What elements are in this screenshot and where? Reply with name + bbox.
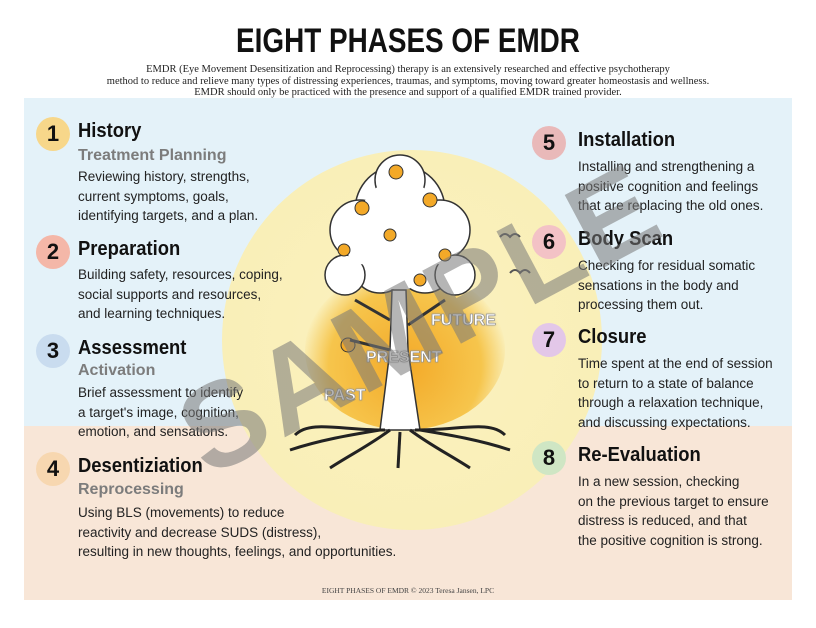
phase-description: Checking for residual somatic sensations … <box>578 256 755 315</box>
description-line: Time spent at the end of session <box>578 356 773 371</box>
description-line: social supports and resources, <box>78 286 262 302</box>
tree-label-past: PAST <box>324 387 366 405</box>
phase-number: 2 <box>46 239 60 264</box>
description-line: a target's image, cognition, <box>78 404 239 420</box>
head-profile-icon: 4 <box>36 452 70 486</box>
phase-number: 5 <box>542 130 556 155</box>
phase-description: Brief assessment to identify a target's i… <box>78 383 243 442</box>
description-line: resulting in new thoughts, feelings, and… <box>78 544 397 559</box>
phase-description: Installing and strengthening a positive c… <box>578 157 763 216</box>
phase-number: 3 <box>46 338 60 363</box>
description-line: emotion, and sensations. <box>78 424 229 439</box>
phase-number: 6 <box>542 229 556 254</box>
description-line: processing them out. <box>578 297 704 312</box>
phase-title: Installation <box>578 129 676 151</box>
phase-number: 7 <box>542 327 556 352</box>
checklist-icon: 8 <box>532 441 566 475</box>
description-line: reactivity and decrease SUDS (distress), <box>78 524 322 540</box>
phase-title: Closure <box>578 326 647 348</box>
phase-description: Using BLS (movements) to reduce reactivit… <box>78 503 396 562</box>
description-line: Installing and strengthening a <box>578 159 755 174</box>
description-line: Using BLS (movements) to reduce <box>78 505 285 520</box>
description-line: positive cognition and feelings <box>578 178 759 194</box>
phase-number: 8 <box>542 445 556 470</box>
phase-number: 1 <box>46 121 60 146</box>
description-line: that are replacing the old ones. <box>578 198 764 213</box>
phase-title: History <box>78 120 142 142</box>
footer-copyright: EIGHT PHASES OF EMDR © 2023 Teresa Janse… <box>321 586 495 595</box>
phase-subtitle: Reprocessing <box>78 481 184 498</box>
description-line: current symptoms, goals, <box>78 188 229 204</box>
lotus-icon: 7 <box>532 323 566 357</box>
intro-line: method to reduce and relieve many types … <box>106 75 710 87</box>
phase-description: Time spent at the end of session to retur… <box>578 354 773 432</box>
clipboard-icon: 1 <box>36 117 70 151</box>
description-line: Building safety, resources, coping, <box>78 267 283 282</box>
description-line: and discussing expectations. <box>578 414 751 430</box>
phase-subtitle: Activation <box>78 362 156 379</box>
thermometer-icon: 3 <box>36 334 70 368</box>
description-line: to return to a state of balance <box>578 375 754 391</box>
description-line: sensations in the body and <box>578 277 739 293</box>
description-line: distress is reduced, and that <box>578 513 747 528</box>
description-line: Reviewing history, strengths, <box>78 169 250 184</box>
meditating-person-icon: 2 <box>36 235 70 269</box>
description-line: through a relaxation technique, <box>578 395 764 410</box>
tree-label-present: PRESENT <box>366 349 442 367</box>
phase-title: Assessment <box>78 337 187 359</box>
description-line: and learning techniques. <box>78 306 226 321</box>
birds-illustration <box>499 233 531 275</box>
phase-subtitle: Treatment Planning <box>78 147 227 164</box>
description-line: In a new session, checking <box>578 474 740 489</box>
phase-title: Desentiziation <box>78 455 203 477</box>
phase-title: Re-Evaluation <box>578 444 701 466</box>
phase-description: Building safety, resources, coping, socia… <box>78 265 283 324</box>
intro-line: EMDR (Eye Movement Desensitization and R… <box>146 64 670 75</box>
body-outline-icon: 6 <box>532 225 566 259</box>
brain-icon: 5 <box>532 126 566 160</box>
phase-description: In a new session, checking on the previou… <box>578 472 769 550</box>
tree-illustration <box>289 154 511 470</box>
description-line: Checking for residual somatic <box>578 258 756 273</box>
phase-description: Reviewing history, strengths, current sym… <box>78 167 258 226</box>
page-title: EIGHT PHASES OF EMDR <box>236 22 580 60</box>
phase-title: Preparation <box>78 238 181 260</box>
description-line: identifying targets, and a plan. <box>78 208 259 223</box>
tree-label-future: FUTURE <box>431 312 496 330</box>
description-line: Brief assessment to identify <box>78 385 244 400</box>
description-line: the positive cognition is strong. <box>578 532 763 548</box>
intro-text: EMDR (Eye Movement Desensitization and R… <box>20 64 796 99</box>
description-line: on the previous target to ensure <box>578 493 769 509</box>
intro-line: EMDR should only be practiced with the p… <box>194 87 622 98</box>
phase-number: 4 <box>46 456 60 481</box>
phase-title: Body Scan <box>578 228 674 250</box>
